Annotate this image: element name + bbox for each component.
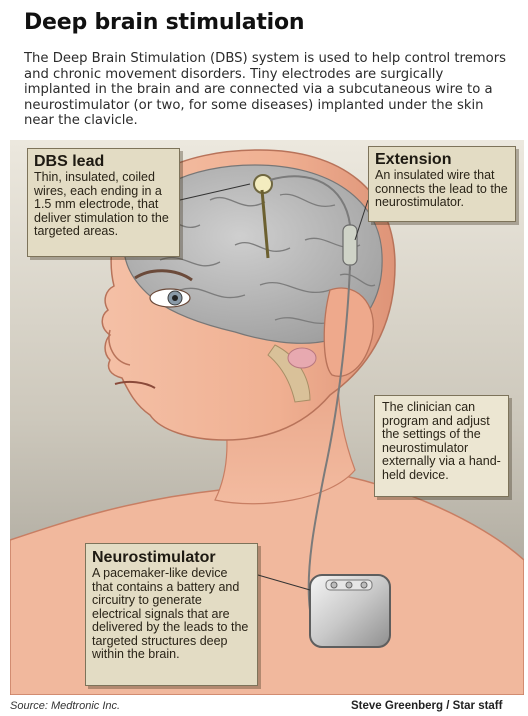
callout-dbs-lead-heading: DBS lead [34, 153, 173, 171]
callout-neurostimulator-heading: Neurostimulator [92, 549, 251, 567]
source-note: Source: Medtronic Inc. [10, 700, 120, 712]
intro-paragraph: The Deep Brain Stimulation (DBS) system … [24, 51, 514, 129]
device-port-2 [346, 582, 352, 588]
pupil [172, 295, 178, 301]
callout-clinician-text: The clinician can program and adjust the… [382, 401, 501, 482]
callout-dbs-lead-text: Thin, insulated, coiled wires, each endi… [34, 171, 173, 239]
callout-extension: Extension An insulated wire that connect… [368, 146, 516, 222]
callout-neurostimulator: Neurostimulator A pacemaker-like device … [85, 543, 258, 686]
callout-dbs-lead: DBS lead Thin, insulated, coiled wires, … [27, 148, 180, 257]
credit-line: Steve Greenberg / Star staff [351, 700, 502, 712]
callout-clinician: The clinician can program and adjust the… [374, 395, 509, 497]
device-port-3 [361, 582, 367, 588]
page-title: Deep brain stimulation [24, 10, 304, 35]
target-structure [288, 348, 316, 368]
callout-extension-text: An insulated wire that connects the lead… [375, 169, 509, 210]
callout-extension-heading: Extension [375, 151, 509, 169]
callout-neurostimulator-text: A pacemaker-like device that contains a … [92, 567, 251, 662]
extension-connector [343, 225, 357, 265]
device-port-1 [331, 582, 337, 588]
